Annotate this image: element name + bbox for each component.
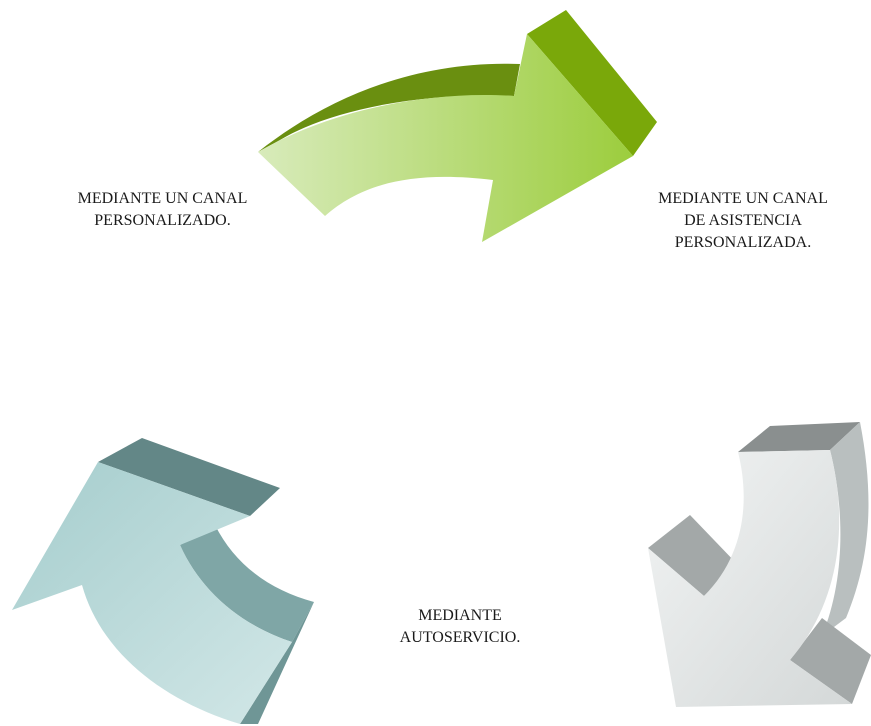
node-label-line: AUTOSERVICIO.: [399, 629, 521, 646]
arrow-gray: [648, 422, 871, 707]
arrow-gray-body: [648, 450, 852, 707]
node-label-line: MEDIANTE UN CANAL: [658, 190, 828, 207]
arrow-green: [258, 10, 657, 242]
node-label-line: MEDIANTE: [418, 607, 502, 624]
arrow-teal-top-face: [98, 438, 280, 516]
arrow-gray-barb-left: [648, 515, 738, 596]
arrow-gray-barb-right: [790, 618, 871, 704]
node-label-self-service: MEDIANTE AUTOSERVICIO.: [340, 605, 580, 649]
arrow-green-head-side: [527, 10, 657, 156]
arrow-gray-top-face: [738, 422, 860, 452]
node-label-line: PERSONALIZADO.: [94, 212, 231, 229]
arrow-green-body: [258, 34, 633, 242]
node-label-personalized-assistance: MEDIANTE UN CANAL DE ASISTENCIA PERSONAL…: [618, 188, 868, 254]
arrow-teal-body: [12, 462, 292, 724]
node-label-personalized-channel: MEDIANTE UN CANAL PERSONALIZADO.: [30, 188, 295, 232]
node-label-line: PERSONALIZADA.: [674, 234, 812, 251]
arrow-green-top-face: [258, 63, 520, 152]
node-label-line: DE ASISTENCIA: [684, 212, 802, 229]
arrow-teal-inner-curve: [180, 525, 314, 642]
arrow-teal: [12, 438, 314, 724]
arrow-gray-side: [822, 422, 869, 636]
node-label-line: MEDIANTE UN CANAL: [77, 190, 248, 207]
